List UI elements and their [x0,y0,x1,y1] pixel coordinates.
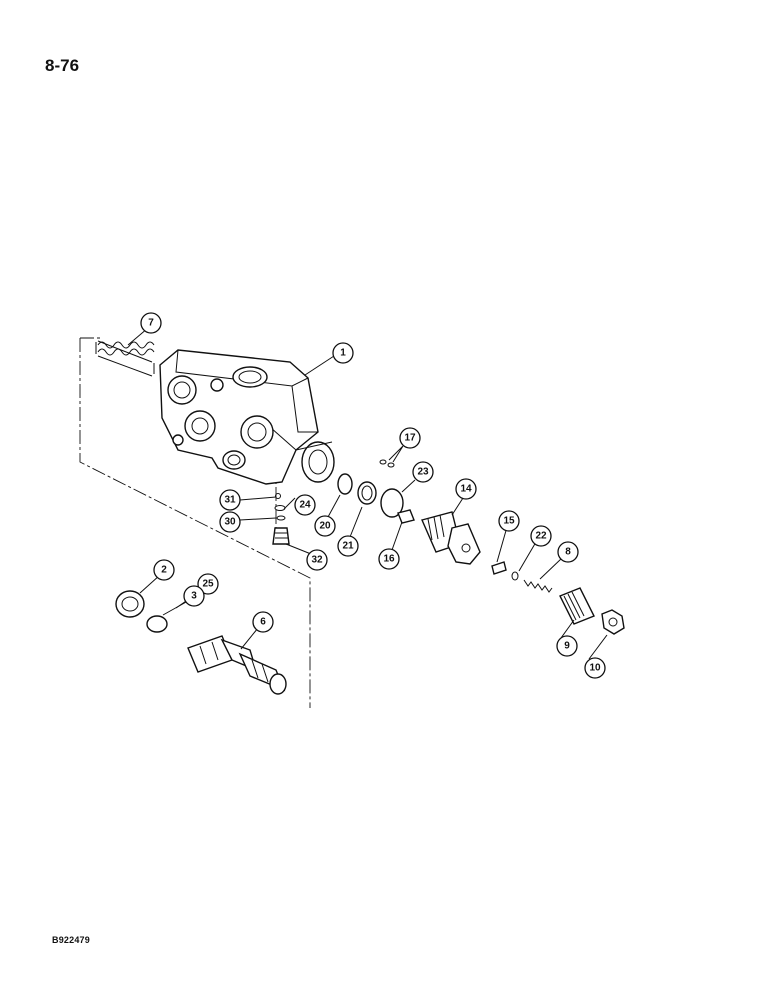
callout-23: 23 [412,461,434,483]
callout-32: 32 [306,549,328,571]
svg-text:2: 2 [161,565,167,576]
svg-text:10: 10 [589,663,601,674]
small-parts-17 [379,459,395,468]
svg-text:31: 31 [224,495,236,506]
spool-part-6 [187,635,287,695]
callout-17: 17 [399,427,421,449]
callout-25: 25 [197,573,219,595]
svg-text:9: 9 [564,641,570,652]
svg-text:3: 3 [191,591,197,602]
callout-15: 15 [498,510,520,532]
svg-text:6: 6 [260,617,266,628]
o-ring-part-23 [380,488,404,518]
spring-part-8 [523,579,553,593]
svg-text:17: 17 [404,433,416,444]
svg-text:20: 20 [319,521,331,532]
callout-1: 1 [332,342,354,364]
plug-part-2 [115,590,145,618]
callout-2: 2 [153,559,175,581]
callout-31: 31 [219,489,241,511]
poppet-part-15 [491,561,507,575]
callout-21: 21 [337,535,359,557]
ring-part-22 [511,571,519,581]
callout-14: 14 [455,478,477,500]
page-number: 8-76 [45,56,80,75]
callout-3: 3 [183,585,205,607]
nut-part-10 [601,609,625,635]
svg-text:24: 24 [299,500,311,511]
svg-text:30: 30 [224,517,236,528]
svg-text:25: 25 [202,579,214,590]
callout-30: 30 [219,511,241,533]
cartridge-part-14 [421,511,481,565]
svg-text:32: 32 [311,555,323,566]
svg-text:21: 21 [342,541,354,552]
valve-body-part-1 [159,349,335,485]
callout-24: 24 [294,494,316,516]
callout-10: 10 [584,657,606,679]
callout-8: 8 [557,541,579,563]
svg-text:15: 15 [503,516,515,527]
figure-code: B922479 [52,935,90,945]
svg-text:1: 1 [340,348,346,359]
callout-16: 16 [378,548,400,570]
backup-ring-part-21 [357,481,377,505]
svg-text:16: 16 [383,554,395,565]
callout-6: 6 [252,611,274,633]
callout-20: 20 [314,515,336,537]
o-ring-part-20 [337,473,353,495]
callout-22: 22 [530,525,552,547]
svg-text:8: 8 [565,547,571,558]
spring-part-7 [95,340,155,377]
adjuster-part-9 [559,587,595,625]
callout-7: 7 [140,312,162,334]
check-parts-31-24-30-32 [272,493,290,545]
callout-9: 9 [556,635,578,657]
o-ring-part-3 [146,615,168,633]
svg-text:22: 22 [535,531,547,542]
plug-part-16 [397,509,415,524]
svg-text:7: 7 [148,318,154,329]
svg-text:14: 14 [460,484,472,495]
svg-text:23: 23 [417,467,429,478]
